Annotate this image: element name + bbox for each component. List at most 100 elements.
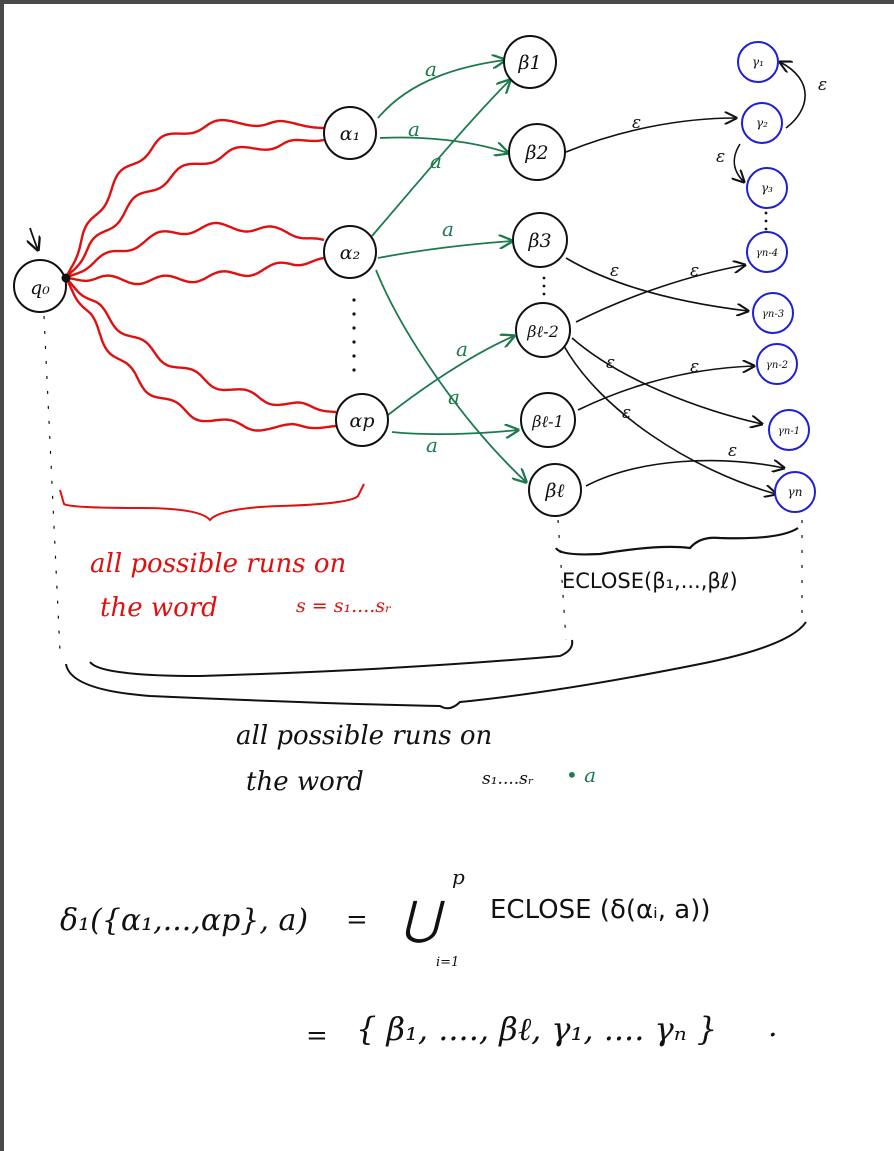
label-gamman1: γn-1 <box>778 426 800 437</box>
red-run-path <box>65 277 337 414</box>
edge-alpha2-beta1 <box>371 80 510 237</box>
edge-beta3-gamman3 <box>565 257 748 311</box>
state-q0: q₀ <box>13 259 71 313</box>
edge-alphap-betal1 <box>391 430 518 434</box>
epsilon-transitions <box>563 62 806 494</box>
label-beta3: β3 <box>527 230 551 252</box>
label-eps-3: ε <box>716 147 725 167</box>
edge-alpha2-beta3 <box>377 241 512 259</box>
black-caption-line1: all possible runs on <box>236 721 492 751</box>
edge-beta2-gamma2 <box>565 118 736 153</box>
label-alphap: αp <box>350 410 375 432</box>
label-gamman2: γn-2 <box>766 360 788 371</box>
eq1-union: ⋃ <box>402 891 445 945</box>
label-eps-2: ε <box>818 75 827 95</box>
edge-betal1-gamman2 <box>577 366 754 411</box>
state-betal2: βℓ-2 <box>515 302 571 358</box>
eq1-lhs: δ₁({α₁,...,αp}, a) <box>60 903 308 938</box>
state-betal1: βℓ-1 <box>520 392 576 448</box>
state-alpha2: α₂ <box>323 225 377 279</box>
red-caption-line2: the word <box>100 593 218 623</box>
state-gamma3: γ₃ <box>746 167 788 209</box>
red-run-path <box>64 277 337 432</box>
state-beta3: β3 <box>512 212 568 268</box>
label-a-6: a <box>448 385 460 409</box>
edge-alpha1-beta1 <box>377 60 505 119</box>
state-gamman4: γn-4 <box>746 231 788 273</box>
green-transitions <box>371 60 526 482</box>
label-gamman: γn <box>788 485 803 499</box>
edge-alphap-betal2 <box>387 336 514 416</box>
ellipsis-dots <box>352 211 768 372</box>
eq1-union-bottom: i=1 <box>436 955 459 970</box>
label-eps-7: ε <box>690 357 699 377</box>
label-eps-1: ε <box>632 113 641 133</box>
black-caption-suffix: • a <box>566 763 596 787</box>
eq2-equals: = <box>306 1021 328 1051</box>
state-gamma2: γ₂ <box>741 102 783 144</box>
red-run-path <box>65 138 325 279</box>
edge-betal2-gamman1 <box>571 337 762 424</box>
label-betal2: βℓ-2 <box>526 322 559 341</box>
label-alpha2: α₂ <box>340 242 360 264</box>
label-gamma1: γ₁ <box>752 55 764 69</box>
red-run-path <box>65 256 325 286</box>
red-run-paths <box>64 118 337 432</box>
label-gamma3: γ₃ <box>761 181 773 195</box>
state-beta1: β1 <box>503 35 557 89</box>
red-run-path <box>64 118 325 279</box>
label-beta1: β1 <box>517 52 541 74</box>
label-eps-4: ε <box>610 261 619 281</box>
state-alpha1: α₁ <box>323 106 377 160</box>
label-a-4: a <box>442 217 454 241</box>
label-eps-8: ε <box>622 403 631 423</box>
edge-betal2-gamman4 <box>575 265 745 323</box>
eclose-caption: ECLOSE(β₁,...,βℓ) <box>562 569 738 593</box>
label-eps-9: ε <box>728 441 737 461</box>
edge-gamma2-gamma1 <box>780 62 806 129</box>
eq1-union-top: p <box>452 865 465 889</box>
eq1-equals: = <box>346 905 368 935</box>
red-caption-word: s = s₁....sᵣ <box>296 595 392 617</box>
state-alphap: αp <box>335 393 389 447</box>
label-q0: q₀ <box>30 277 50 299</box>
label-betal: βℓ <box>545 480 565 502</box>
state-beta2: β2 <box>508 123 566 181</box>
edge-gamma2-gamma3 <box>734 143 744 182</box>
green-labels: a a a a a a a <box>408 57 468 457</box>
label-gamman4: γn-4 <box>756 248 778 259</box>
state-gamman3: γn-3 <box>752 292 794 334</box>
red-brace <box>59 483 365 522</box>
label-eps-5: ε <box>690 261 699 281</box>
label-gamma2: γ₂ <box>756 116 768 130</box>
red-run-path <box>65 221 325 280</box>
red-caption-line1: all possible runs on <box>90 549 346 579</box>
big-brace <box>65 621 807 710</box>
label-betal1: βℓ-1 <box>531 412 564 431</box>
eq1-rhs: ECLOSE (δ(αᵢ, a)) <box>490 895 711 925</box>
big-brace-inner <box>89 639 574 678</box>
equation-line2: = { β₁, ...., βℓ, γ₁, .... γₙ } . <box>306 1009 778 1051</box>
label-alpha1: α₁ <box>340 123 360 145</box>
start-arrow <box>30 227 38 250</box>
edge-betal2-gamman <box>563 345 776 494</box>
label-beta2: β2 <box>524 142 548 164</box>
edge-alpha2-betal <box>375 269 526 482</box>
eclose-brace <box>555 527 799 556</box>
black-caption-word: s₁....sᵣ <box>482 769 534 789</box>
label-a-2: a <box>408 117 420 141</box>
dashed-guides <box>43 315 803 653</box>
label-a-1: a <box>425 57 437 81</box>
state-gamman: γn <box>774 471 816 513</box>
eq2-rhs: { β₁, ...., βℓ, γ₁, .... γₙ } <box>356 1010 717 1048</box>
eq2-period: . <box>768 1009 778 1044</box>
label-a-7: a <box>426 433 438 457</box>
edge-betal-gamman <box>585 461 784 487</box>
state-gamma1: γ₁ <box>737 41 779 83</box>
state-betal: βℓ <box>528 463 582 517</box>
epsilon-labels: ε ε ε ε ε ε ε ε ε <box>606 75 827 461</box>
equation-line1: δ₁({α₁,...,αp}, a) = ⋃ p i=1 ECLOSE (δ(α… <box>60 865 711 970</box>
label-gamman3: γn-3 <box>762 309 784 320</box>
label-a-5: a <box>456 337 468 361</box>
